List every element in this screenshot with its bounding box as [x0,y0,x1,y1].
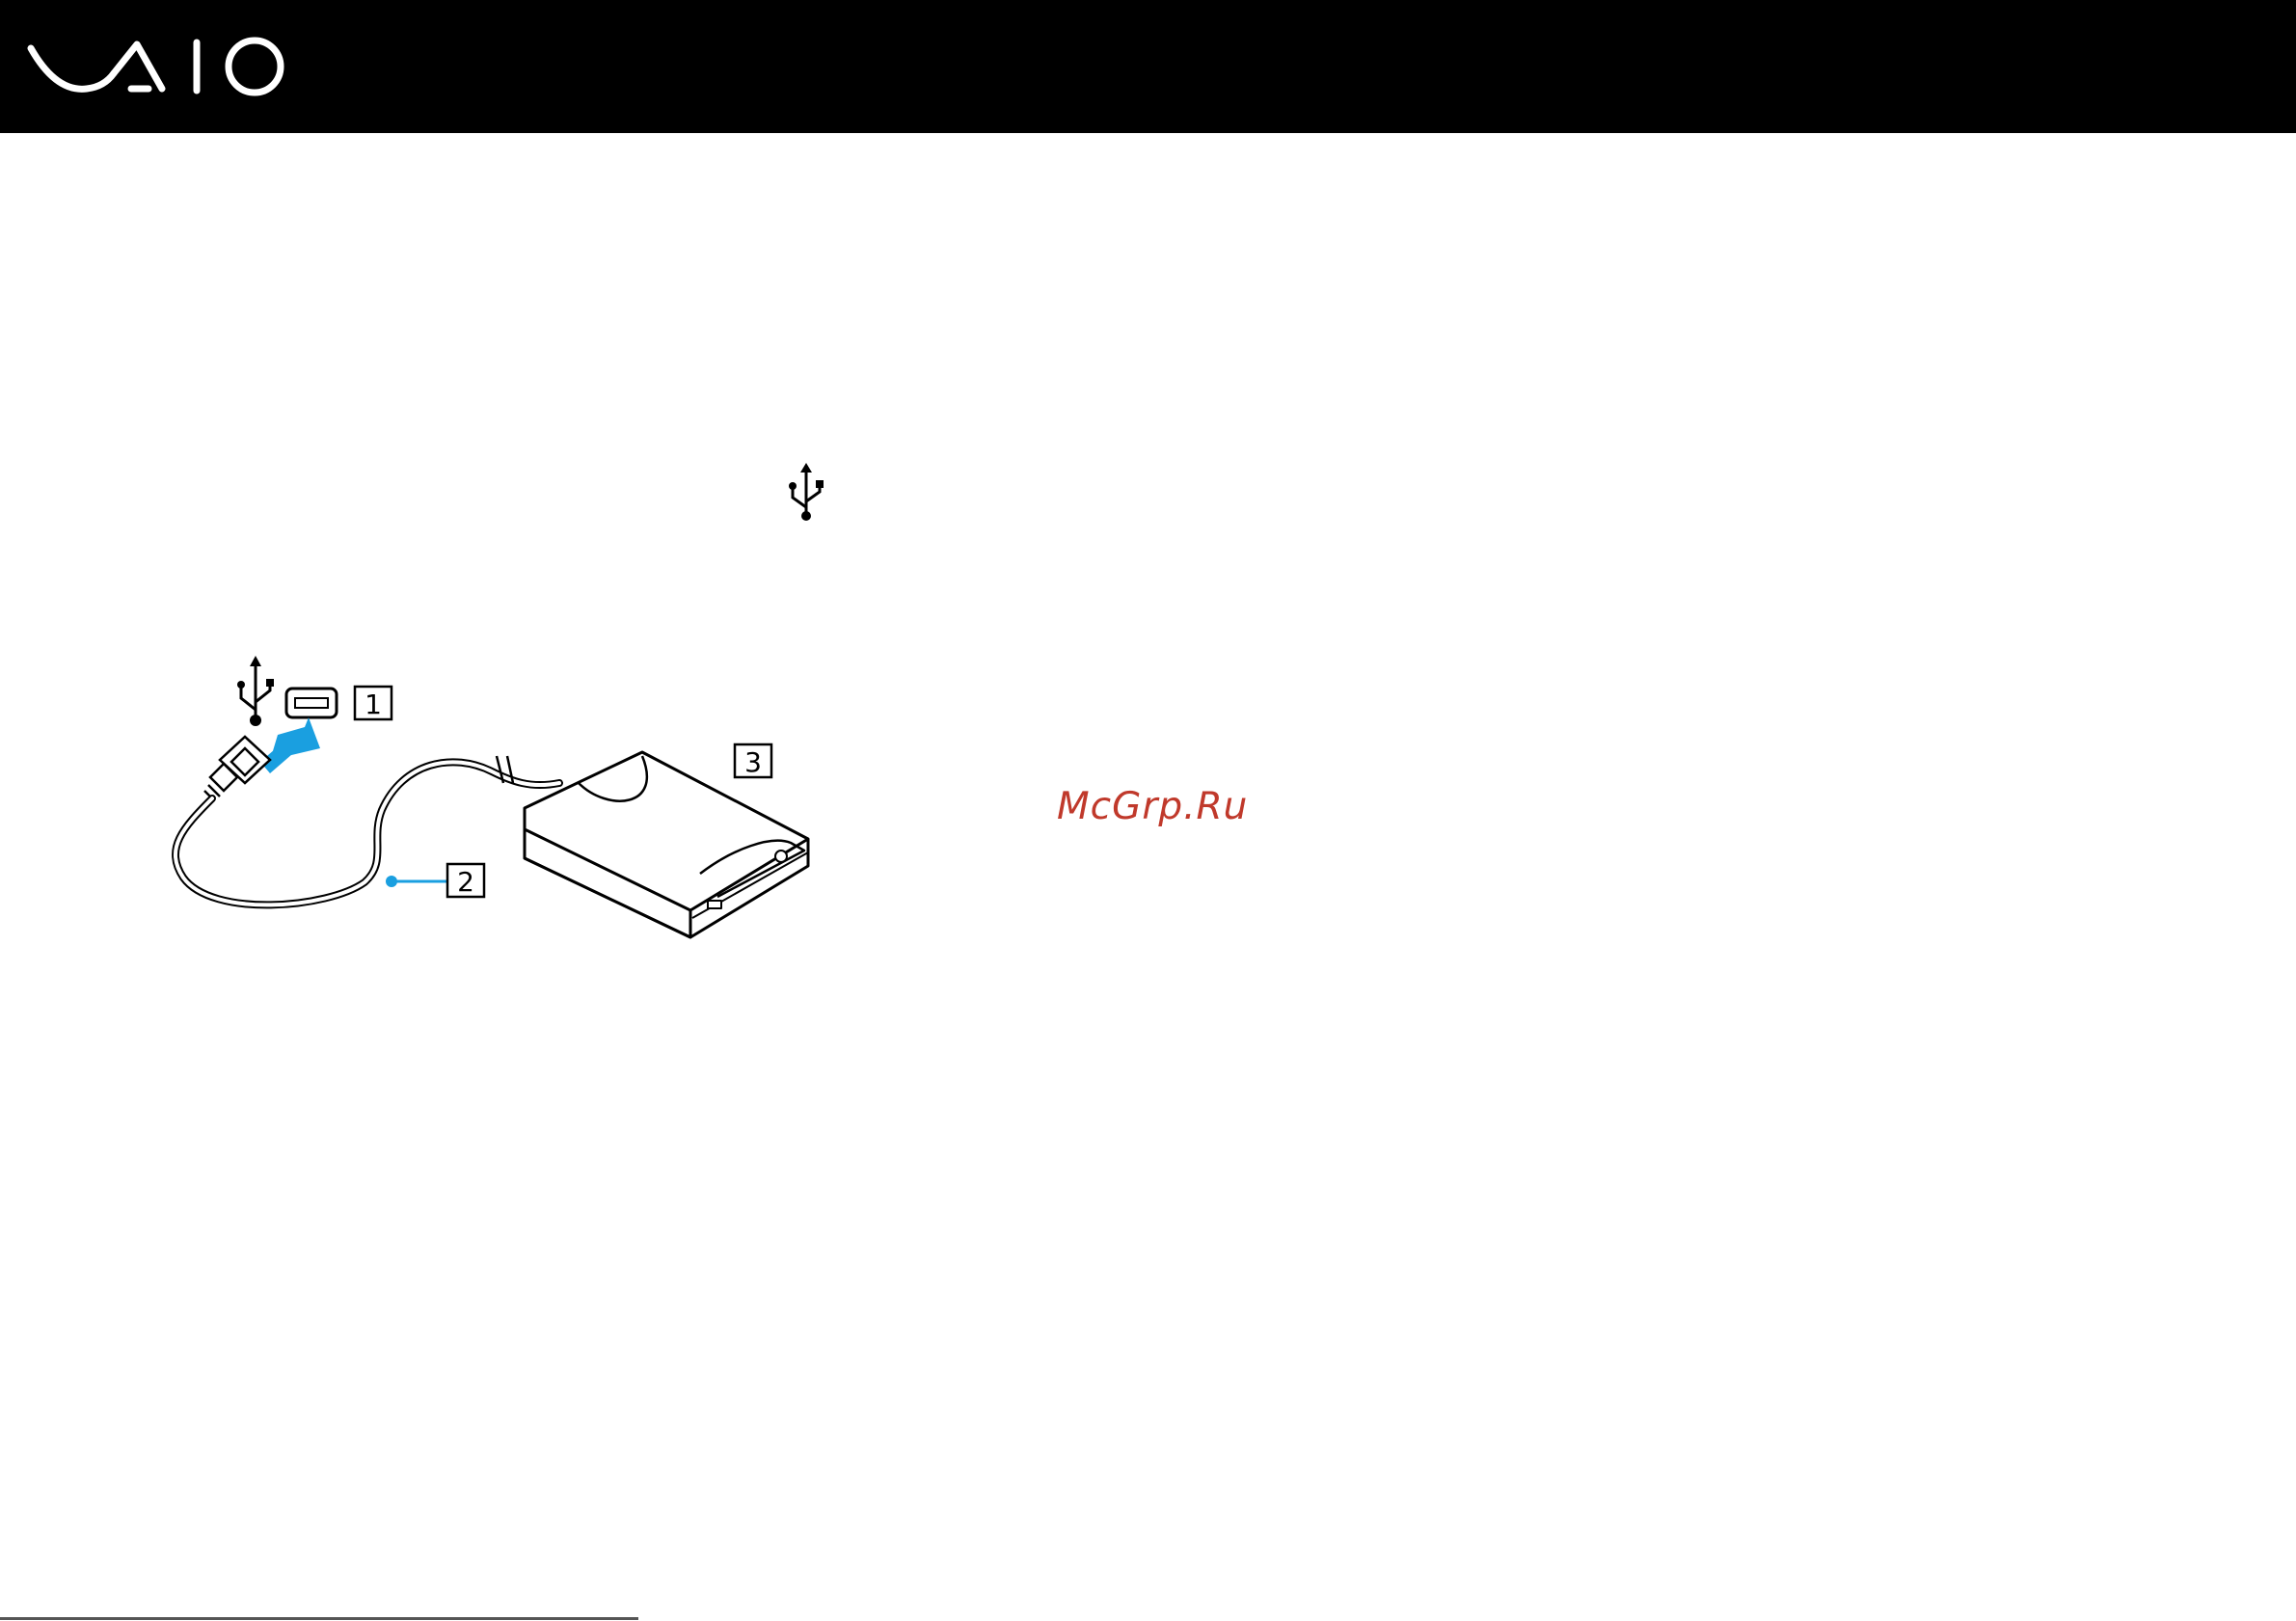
usb-cable [176,762,559,905]
usb-icon [785,463,827,523]
footer-rule [0,1617,638,1620]
watermark-text: McGrp.Ru [1057,785,1248,828]
callout-1: 1 [355,687,392,720]
usb-symbol-icon [237,656,274,726]
header-bar [0,0,2296,133]
usb-plug-icon [204,737,270,800]
callout-2-label: 2 [457,866,474,898]
callout-2: 2 [386,864,484,898]
usb-port-icon [286,689,337,717]
callout-1-label: 1 [365,689,382,720]
insert-arrow-icon [260,717,320,773]
usb-floppy-connection-illustration: 1 2 3 [164,656,829,964]
callout-3: 3 [735,744,771,778]
vaio-logo [27,35,289,100]
callout-3-label: 3 [744,746,762,778]
floppy-drive-icon [525,752,808,937]
